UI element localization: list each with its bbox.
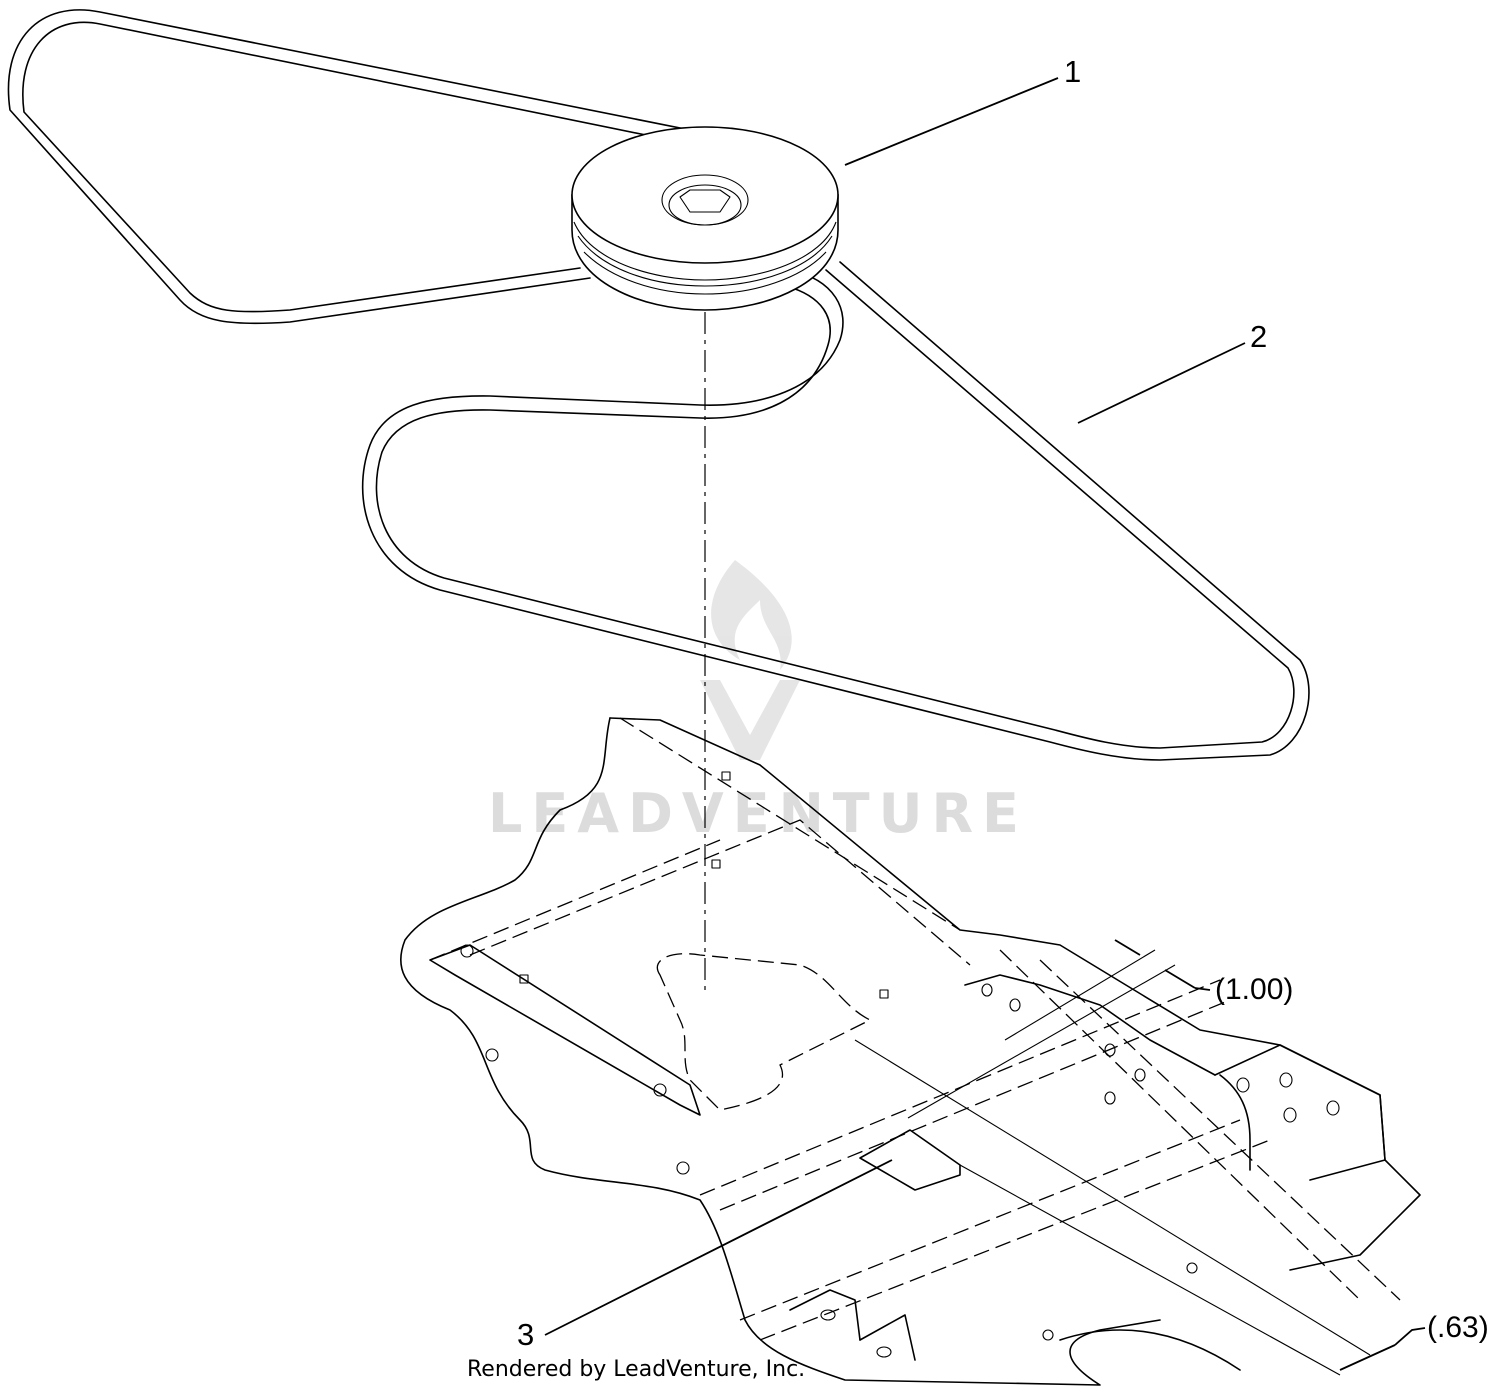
dimension-label-2: (.63) [1427, 1311, 1489, 1344]
pulley [571, 126, 839, 311]
callout-2: 2 [1250, 319, 1267, 354]
watermark: LEADVENTURE [488, 560, 1028, 845]
watermark-text: LEADVENTURE [488, 782, 1028, 845]
dimension-lines [854, 939, 1426, 1376]
drive-belt [7, 9, 1310, 761]
callout-1: 1 [1064, 54, 1081, 89]
callout-leaders [544, 77, 1246, 1336]
dimension-label-1: (1.00) [1215, 973, 1293, 1006]
frame-assembly [399, 717, 1421, 1386]
render-credit: Rendered by LeadVenture, Inc. [467, 1357, 805, 1382]
callout-3: 3 [517, 1317, 534, 1352]
